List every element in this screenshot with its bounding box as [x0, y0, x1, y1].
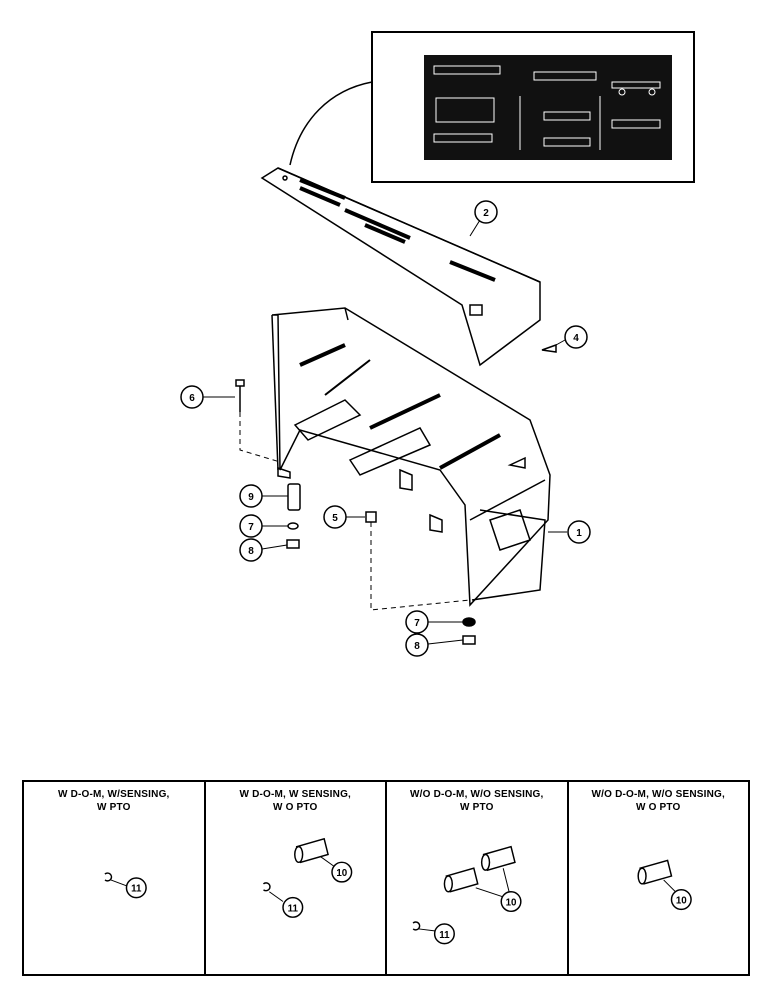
variant-1-drawing: 11 [104, 872, 147, 899]
variant-1-callout-11: 11 [131, 884, 142, 895]
screw-4 [541, 343, 557, 353]
bolt-5 [365, 511, 377, 523]
e-clip [262, 882, 271, 892]
callout-7-lower-label: 7 [414, 618, 420, 629]
variant-3-drawing: 11 10 [412, 845, 522, 945]
washer-7 [287, 522, 299, 530]
inset-leader-line [289, 81, 373, 166]
spacer-9 [287, 483, 301, 511]
callout-8: 8 [239, 538, 288, 562]
variant-table: W D-O-M, W/SENSING, W PTO 11 W D-O-M, W … [22, 780, 750, 976]
variant-4-title-line1: W/O D-O-M, W/O SENSING, [591, 789, 725, 800]
variant-4-callout-10: 10 [675, 895, 686, 906]
callout-5: 5 [323, 505, 365, 529]
variant-2-title-line1: W D-O-M, W SENSING, [239, 789, 352, 800]
variant-4-title-line2: W O PTO [635, 802, 681, 813]
callout-8-label: 8 [248, 546, 254, 557]
decal-inset [371, 31, 695, 183]
callout-7: 7 [239, 514, 288, 538]
variant-1-title-line1: W D-O-M, W/SENSING, [57, 789, 170, 800]
e-clip [412, 921, 421, 931]
callout-6-label: 6 [189, 393, 195, 404]
variant-3-title-line1: W/O D-O-M, W/O SENSING, [410, 789, 544, 800]
callout-8-lower: 8 [405, 633, 464, 657]
variant-2-callout-11: 11 [287, 903, 298, 914]
callout-4-label: 4 [573, 333, 579, 344]
top-cover-panel [260, 167, 541, 367]
nut-8-lower [462, 635, 476, 645]
variant-4-drawing: 10 [636, 859, 692, 911]
e-clip [104, 872, 113, 882]
nut-8 [286, 539, 300, 549]
variant-cell-2: W D-O-M, W SENSING, W O PTO 11 10 [206, 782, 387, 974]
main-frame [271, 307, 551, 607]
callout-4: 4 [555, 325, 588, 349]
callout-1: 1 [548, 520, 591, 544]
spacer-10-b [480, 845, 516, 872]
variant-3-title-line2: W PTO [459, 802, 494, 813]
variant-cell-3: W/O D-O-M, W/O SENSING, W PTO 11 10 [387, 782, 569, 974]
variant-cell-4: W/O D-O-M, W/O SENSING, W O PTO 10 [569, 782, 749, 974]
spacer-10-a [443, 867, 479, 893]
callout-2: 2 [469, 200, 498, 237]
variant-2-callout-10: 10 [336, 868, 347, 879]
callout-7-lower: 7 [405, 610, 463, 634]
bolt-6 [235, 379, 245, 412]
callout-9: 9 [239, 484, 288, 508]
variant-3-callout-11: 11 [439, 930, 450, 941]
callout-8-lower-label: 8 [414, 641, 420, 652]
spacer-10 [636, 859, 672, 885]
callout-9-label: 9 [248, 492, 254, 503]
assembly-dashed-lines [239, 412, 471, 611]
callout-1-label: 1 [576, 528, 582, 539]
variant-2-drawing: 11 10 [262, 837, 352, 918]
washer-7-lower [462, 617, 476, 627]
callout-6: 6 [180, 385, 235, 409]
variant-1-title-line2: W PTO [96, 802, 131, 813]
variant-cell-1: W D-O-M, W/SENSING, W PTO 11 [24, 782, 206, 974]
callout-2-label: 2 [483, 208, 489, 219]
variant-3-callout-10: 10 [506, 897, 517, 908]
variant-2-title-line2: W O PTO [272, 802, 318, 813]
callout-7-label: 7 [248, 522, 254, 533]
callout-5-label: 5 [332, 513, 338, 524]
